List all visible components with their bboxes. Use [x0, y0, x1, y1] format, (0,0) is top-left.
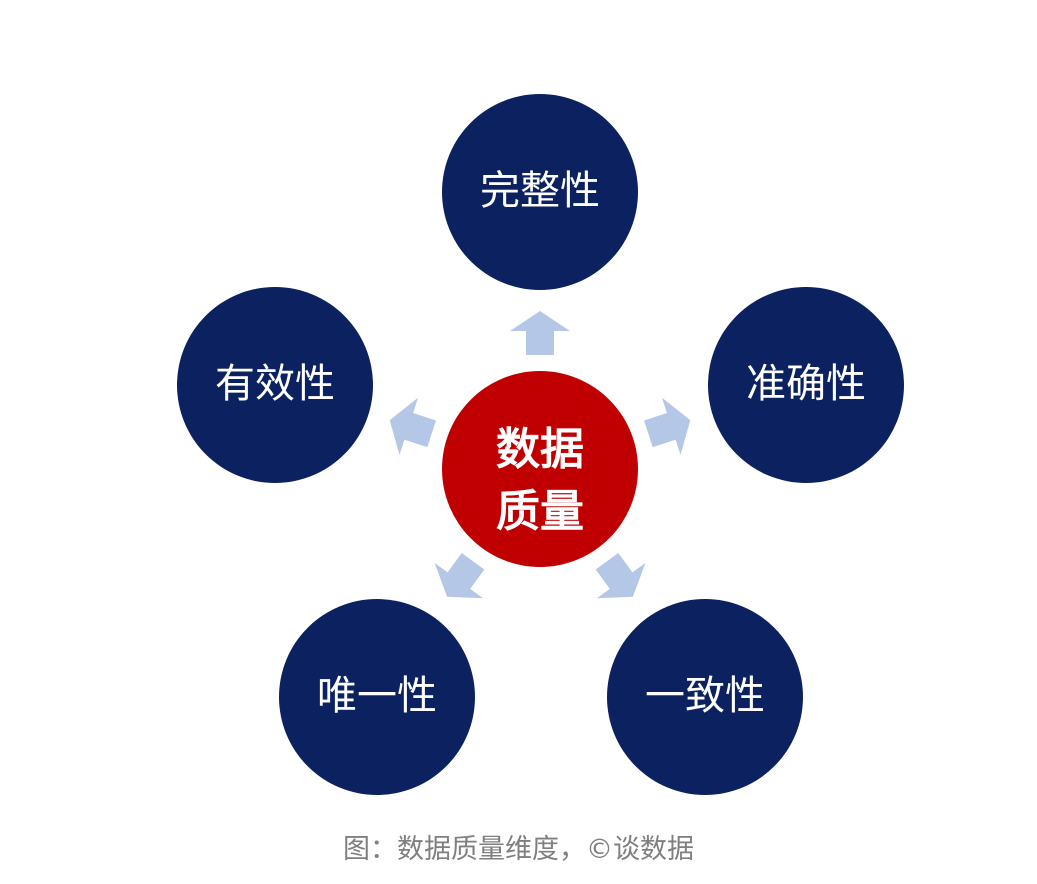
arrow-lower-right-icon: [595, 553, 646, 599]
node-completeness: 完整性: [442, 94, 638, 290]
arrow-lower-left-icon: [434, 553, 485, 599]
node-circle: [177, 287, 373, 483]
arrow-upper-left-icon: [389, 397, 436, 455]
figure-caption: 图：数据质量维度，©谈数据: [343, 834, 694, 865]
center-label-line2: 质量: [496, 486, 584, 537]
arrows-group: [389, 311, 691, 599]
node-label: 完整性: [480, 168, 600, 214]
node-uniqueness: 唯一性: [279, 599, 475, 795]
node-label: 准确性: [746, 361, 866, 407]
node-circle: [279, 599, 475, 795]
node-circle: [708, 287, 904, 483]
node-consistency: 一致性: [607, 599, 803, 795]
node-validity: 有效性: [177, 287, 373, 483]
node-label: 一致性: [645, 673, 765, 719]
node-accuracy: 准确性: [708, 287, 904, 483]
center-label-line1: 数据: [496, 424, 584, 475]
node-label: 有效性: [215, 361, 335, 407]
arrow-upper-right-icon: [644, 397, 691, 455]
arrow-up-icon: [510, 311, 570, 355]
center-circle: [442, 371, 638, 567]
node-label: 唯一性: [317, 673, 437, 719]
node-circle: [607, 599, 803, 795]
node-circle: [442, 94, 638, 290]
